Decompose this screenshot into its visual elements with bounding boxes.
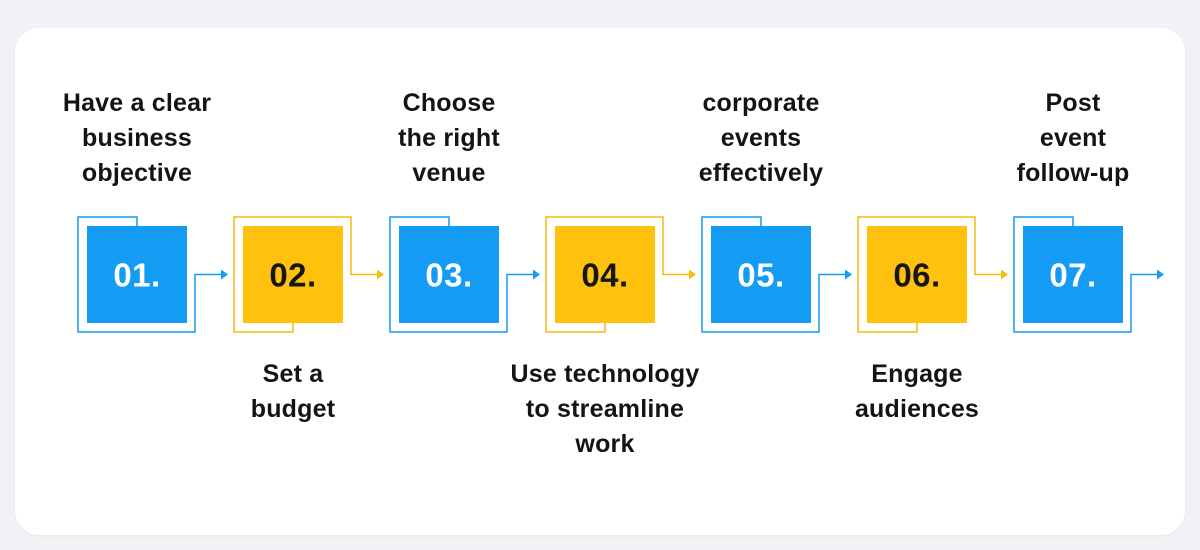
flow-card — [15, 28, 1185, 535]
